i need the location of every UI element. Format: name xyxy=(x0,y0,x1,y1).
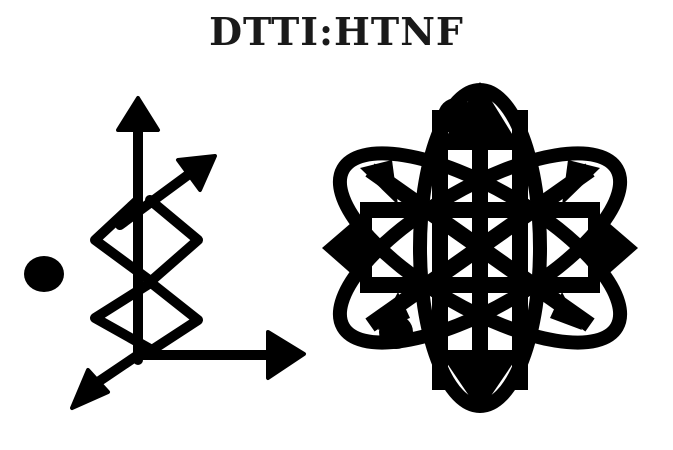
up-right-arrow-head-icon xyxy=(176,154,217,192)
bottom-electron-dot-icon xyxy=(379,315,413,349)
down-left-arrow-head-icon xyxy=(70,368,110,410)
atom-star-sigil-icon xyxy=(322,82,638,413)
right-arrow-head-icon xyxy=(588,205,638,292)
top-electron-dot-icon xyxy=(438,98,474,134)
diagonal-down-arrow-shaft xyxy=(93,350,143,387)
zigzag-arrows-sigil-icon xyxy=(70,96,306,410)
left-arrow-head-icon xyxy=(322,205,372,292)
orbit-ring-3 xyxy=(332,146,628,350)
zigzag-line xyxy=(90,195,203,355)
right-arrow-head-icon xyxy=(266,330,306,380)
upper-right-arrow-head-icon xyxy=(562,160,600,205)
up-arrow-head-icon xyxy=(116,96,160,132)
page-title: DTTI:HTNF xyxy=(209,9,464,54)
bottom-arrow-head-icon xyxy=(438,350,522,412)
left-dot-icon xyxy=(24,256,64,292)
diagonal-up-arrow-shaft xyxy=(115,167,197,230)
orbit-ring-2 xyxy=(332,146,628,350)
upper-left-arrow-head-icon xyxy=(360,160,398,205)
lower-right-arrow-head-icon xyxy=(550,292,582,330)
